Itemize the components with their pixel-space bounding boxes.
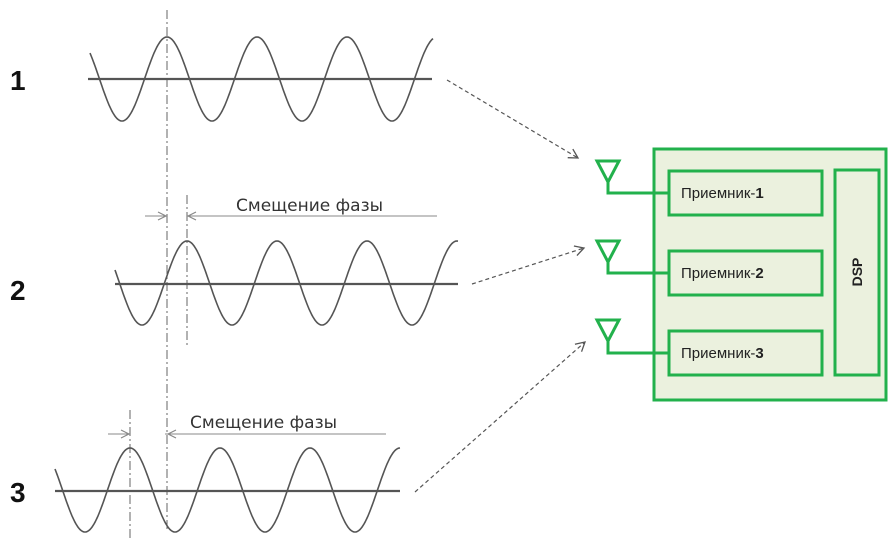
dsp-block [833,168,881,377]
signal-2-arrow [471,245,586,285]
signal-1-wave [89,36,434,122]
antenna-3 [594,318,669,355]
signal-number-2: 2 [10,275,26,306]
signal-number-1: 1 [10,65,26,96]
receiver-1-box [667,169,824,217]
signal-number-3: 3 [10,477,26,508]
antenna-1-icon [594,159,622,186]
receiver-3-box [667,329,824,377]
receiver-2-box [667,249,824,297]
receiver-3-label: Приемник-3 [681,345,764,362]
signal-2-wave [114,240,459,326]
receiver-panel: DSP Приемник-1 Приемник-2 Приемник-3 [594,147,888,402]
antenna-2-icon [594,239,622,266]
receiver-2-label: Приемник-2 [681,265,764,282]
signal-2: 2 Смещение фазы [10,196,459,326]
signal-3-wave [54,447,401,533]
signal-3: 3 Смещение фазы [10,413,401,533]
dsp-label: DSP [849,258,865,287]
receiver-1-label: Приемник-1 [681,185,764,202]
phase-shift-label-3: Смещение фазы [190,413,337,433]
signal-1-arrow [446,79,580,159]
signal-3-arrow [414,341,587,493]
antenna-1 [594,159,669,195]
antenna-3-icon [594,318,622,345]
signal-1: 1 [10,36,434,122]
phase-shift-label-2: Смещение фазы [236,196,383,216]
antenna-2 [594,239,669,275]
